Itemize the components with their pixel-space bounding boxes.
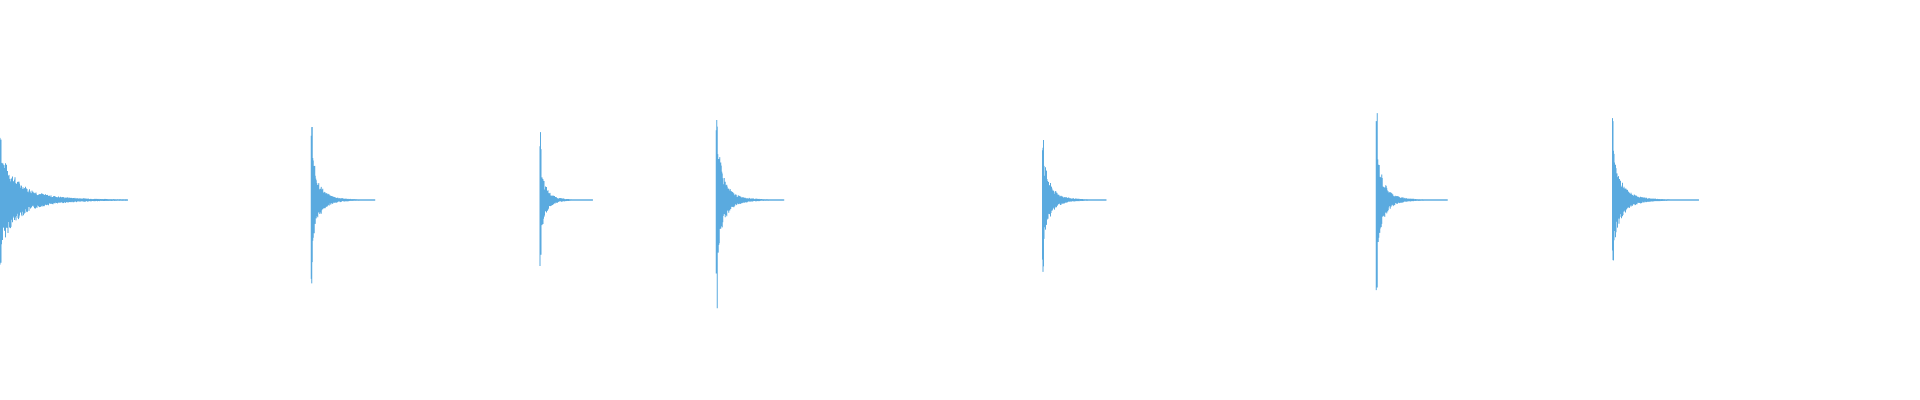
waveform-hit-shape [715,120,785,309]
waveform-hit [539,132,593,266]
waveform-hit [1042,140,1107,272]
waveform-hit [715,120,785,309]
waveform-hit [1612,118,1699,261]
waveform-hit-shape [1042,140,1107,272]
waveform-hit [0,137,128,265]
waveform-hit-shape [1375,113,1448,291]
waveform-hit [1375,113,1448,291]
waveform-hit [310,126,376,284]
waveform-hit-shape [1612,118,1699,261]
waveform-hit-shape [310,126,376,284]
waveform-hit-shape [0,137,128,265]
waveform-hit-shape [539,132,593,266]
